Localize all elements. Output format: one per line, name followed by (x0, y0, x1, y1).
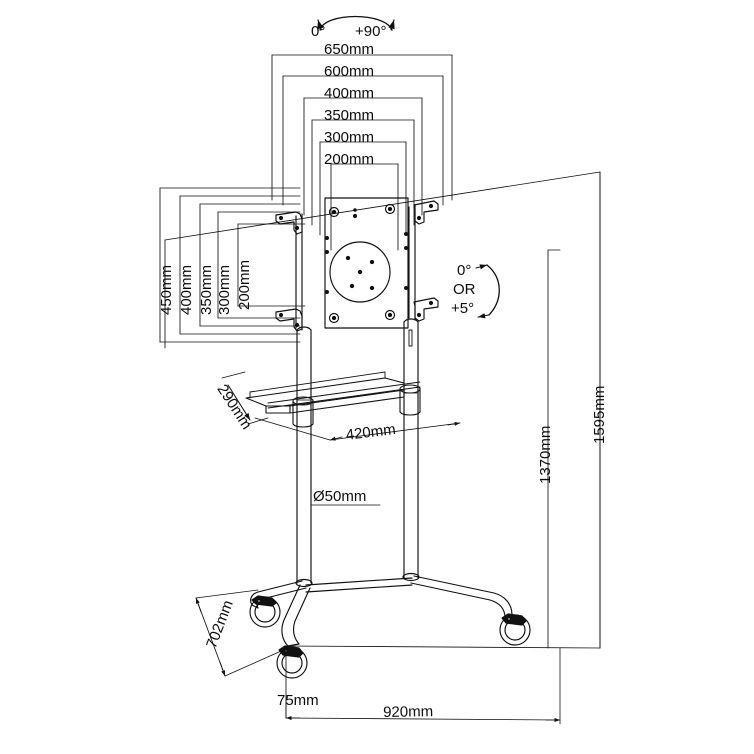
vesa-vertical-dimension-lines (159, 187, 306, 343)
dimension-label-vesa-h-450: 450mm (158, 264, 175, 315)
dimension-overall-height (599, 171, 601, 649)
rotation-start-angle-label: 0° (311, 23, 326, 40)
vesa-horizontal-dimension-lines (271, 54, 453, 251)
upright-columns (296, 318, 419, 584)
dimension-label-mount-height: 1370mm (537, 425, 554, 484)
dimension-label-base-width: 920mm (382, 703, 434, 721)
dimension-label-vesa-h-200: 200mm (236, 259, 253, 310)
dimension-label-vesa-h-350: 350mm (198, 264, 215, 315)
vesa-mount-plate (324, 197, 409, 329)
dimension-caster-offset (285, 699, 287, 719)
tilt-arc-right (475, 264, 500, 319)
dimension-label-vesa-w-300: 300mm (324, 129, 375, 146)
dimension-label-overall-height: 1595mm (591, 385, 608, 444)
dimension-shelf-width (254, 417, 461, 441)
casters (249, 595, 531, 679)
dimension-label-vesa-h-400: 400mm (178, 264, 195, 315)
dimension-label-vesa-w-350: 350mm (324, 107, 375, 124)
ground-plane (285, 645, 601, 719)
dimension-label-vesa-w-400: 400mm (324, 85, 375, 102)
rotation-arc-top (317, 15, 395, 31)
rotation-end-angle-label: +90° (355, 23, 387, 40)
tilt-angle-label-5: +5° (451, 300, 475, 317)
dimension-mount-height (547, 249, 561, 649)
dimension-label-vesa-w-200: 200mm (324, 151, 375, 168)
dimension-label-vesa-w-600: 600mm (324, 63, 375, 80)
accessory-shelf (245, 371, 421, 428)
dimension-label-vesa-w-650: 650mm (324, 41, 375, 58)
tilt-angle-label-0: 0° (457, 262, 472, 279)
base-legs (250, 572, 513, 647)
dimension-foot-length (195, 589, 289, 677)
dimension-base-width (285, 647, 561, 725)
dimension-label-caster-offset: 75mm (277, 692, 319, 709)
dimension-label-column-diameter: Ø50mm (313, 488, 367, 505)
tilt-or-label: OR (453, 281, 476, 298)
dimension-shelf-depth (221, 371, 269, 425)
dimension-label-vesa-h-300: 300mm (216, 264, 233, 315)
